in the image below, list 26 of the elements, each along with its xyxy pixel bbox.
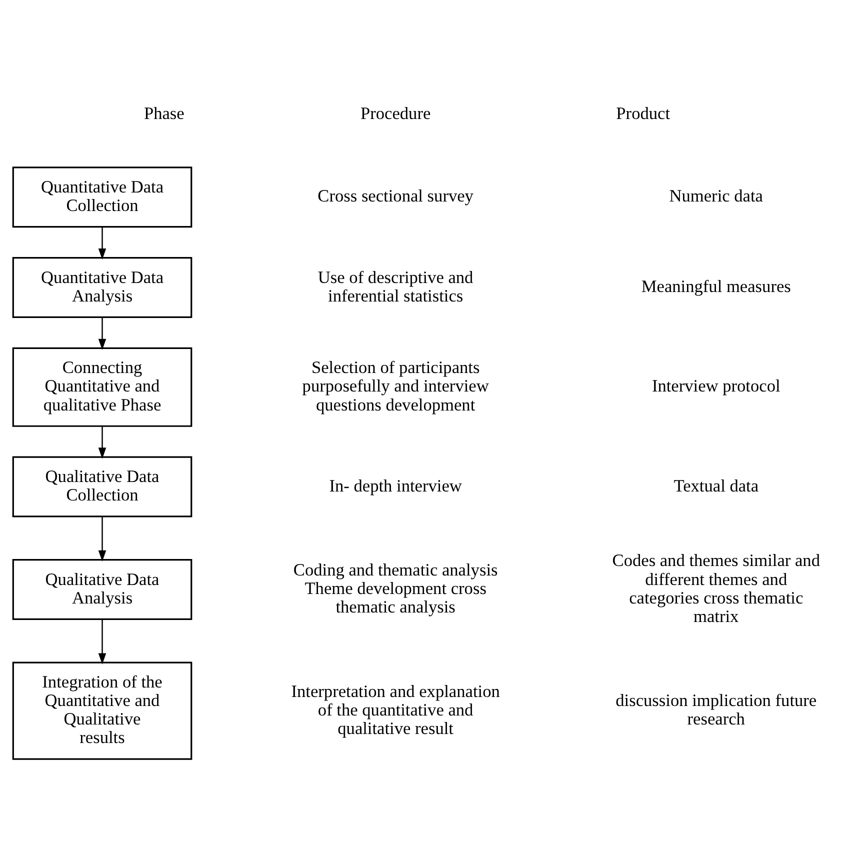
label: Codes and themes similar and different themes and categories cross thematic matrix xyxy=(612,551,820,626)
label: In- depth interview xyxy=(329,476,462,496)
label: Numeric data xyxy=(669,186,763,206)
arrow xyxy=(98,620,106,664)
label: Selection of participants purposefully and interview questions development xyxy=(302,358,489,414)
node-box: Connecting Quantitative and qualitative Phase xyxy=(12,347,192,427)
node-box: Qualitative Data Analysis xyxy=(12,558,192,620)
arrow xyxy=(98,227,106,260)
label: Product xyxy=(616,104,670,123)
label: Phase xyxy=(144,104,184,123)
arrow xyxy=(98,426,106,459)
label: Interpretation and explanation of the quantitative and qualitative result xyxy=(291,682,500,738)
label: Interview protocol xyxy=(652,376,780,396)
label: Procedure xyxy=(360,104,431,123)
node-box: Quantitative Data Collection xyxy=(12,166,192,228)
node-box: Integration of the Quantitative and Qualitative results xyxy=(12,662,192,760)
arrow xyxy=(98,517,106,562)
node-box: Qualitative Data Collection xyxy=(12,456,192,518)
label: Use of descriptive and inferential statistics xyxy=(318,268,474,306)
arrow xyxy=(98,317,106,350)
label: Coding and thematic analysis Theme development cross thematic analysis xyxy=(293,560,498,617)
label: discussion implication future research xyxy=(616,691,817,729)
label: Textual data xyxy=(674,476,759,496)
label: Cross sectional survey xyxy=(318,186,474,206)
node-box: Quantitative Data Analysis xyxy=(12,257,192,318)
label: Meaningful measures xyxy=(641,277,791,296)
